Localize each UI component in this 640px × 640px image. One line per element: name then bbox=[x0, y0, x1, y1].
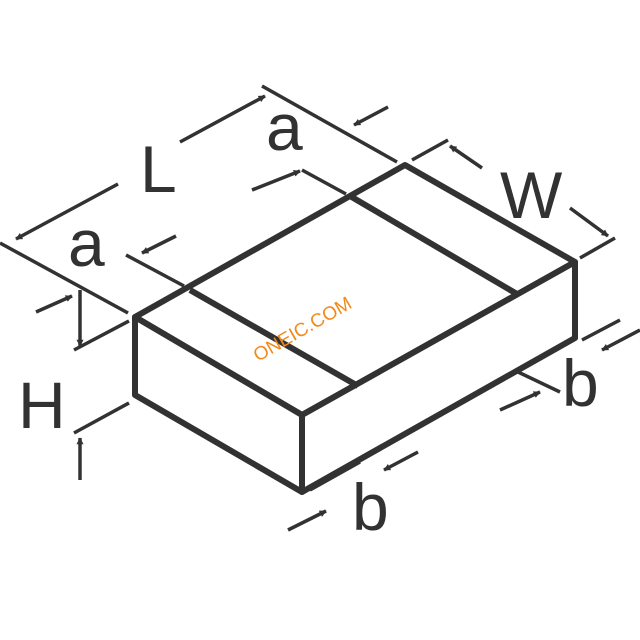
height-label: H bbox=[18, 368, 66, 442]
terminal-b-bottom-label: b bbox=[352, 470, 389, 544]
l-dimension-line-upper bbox=[179, 94, 266, 144]
a-right-extension bbox=[301, 168, 347, 196]
b-right-extension-top bbox=[581, 318, 621, 342]
a-right-arrow-right bbox=[353, 105, 389, 127]
left-terminal-line bbox=[188, 287, 360, 389]
l-extension-right bbox=[261, 84, 398, 164]
b-right-extension-low bbox=[517, 370, 561, 394]
b-right-arrow-top bbox=[601, 328, 640, 352]
b-bottom-arrow-right bbox=[383, 450, 419, 472]
b-bottom-arrow-left bbox=[287, 509, 327, 532]
terminal-lines bbox=[188, 193, 519, 389]
terminal-a-right-label: a bbox=[266, 90, 303, 164]
b-bottom-extension bbox=[309, 460, 361, 492]
terminal-a-left-label: a bbox=[68, 206, 105, 280]
b-right-arrow-low bbox=[499, 390, 541, 412]
width-label: W bbox=[500, 158, 563, 232]
chip-body bbox=[132, 162, 578, 495]
w-arrow-right bbox=[568, 206, 610, 238]
w-extension-right bbox=[579, 236, 616, 260]
a-right-arrow-left bbox=[251, 169, 301, 192]
l-dimension-line-lower bbox=[15, 182, 119, 241]
h-extension-bottom bbox=[73, 401, 130, 435]
length-label: L bbox=[140, 132, 177, 206]
a-left-extension bbox=[125, 253, 185, 288]
right-terminal-line bbox=[348, 193, 519, 297]
chip-side-face bbox=[299, 259, 578, 495]
h-extension-top bbox=[73, 319, 130, 352]
h-arrow-top-stub bbox=[35, 294, 73, 314]
a-left-arrow bbox=[141, 234, 177, 255]
dimension-lines bbox=[0, 84, 640, 532]
w-extension-left bbox=[411, 138, 449, 162]
l-extension-left bbox=[0, 241, 129, 315]
w-arrow-left bbox=[449, 144, 483, 170]
terminal-b-right-label: b bbox=[562, 346, 599, 420]
